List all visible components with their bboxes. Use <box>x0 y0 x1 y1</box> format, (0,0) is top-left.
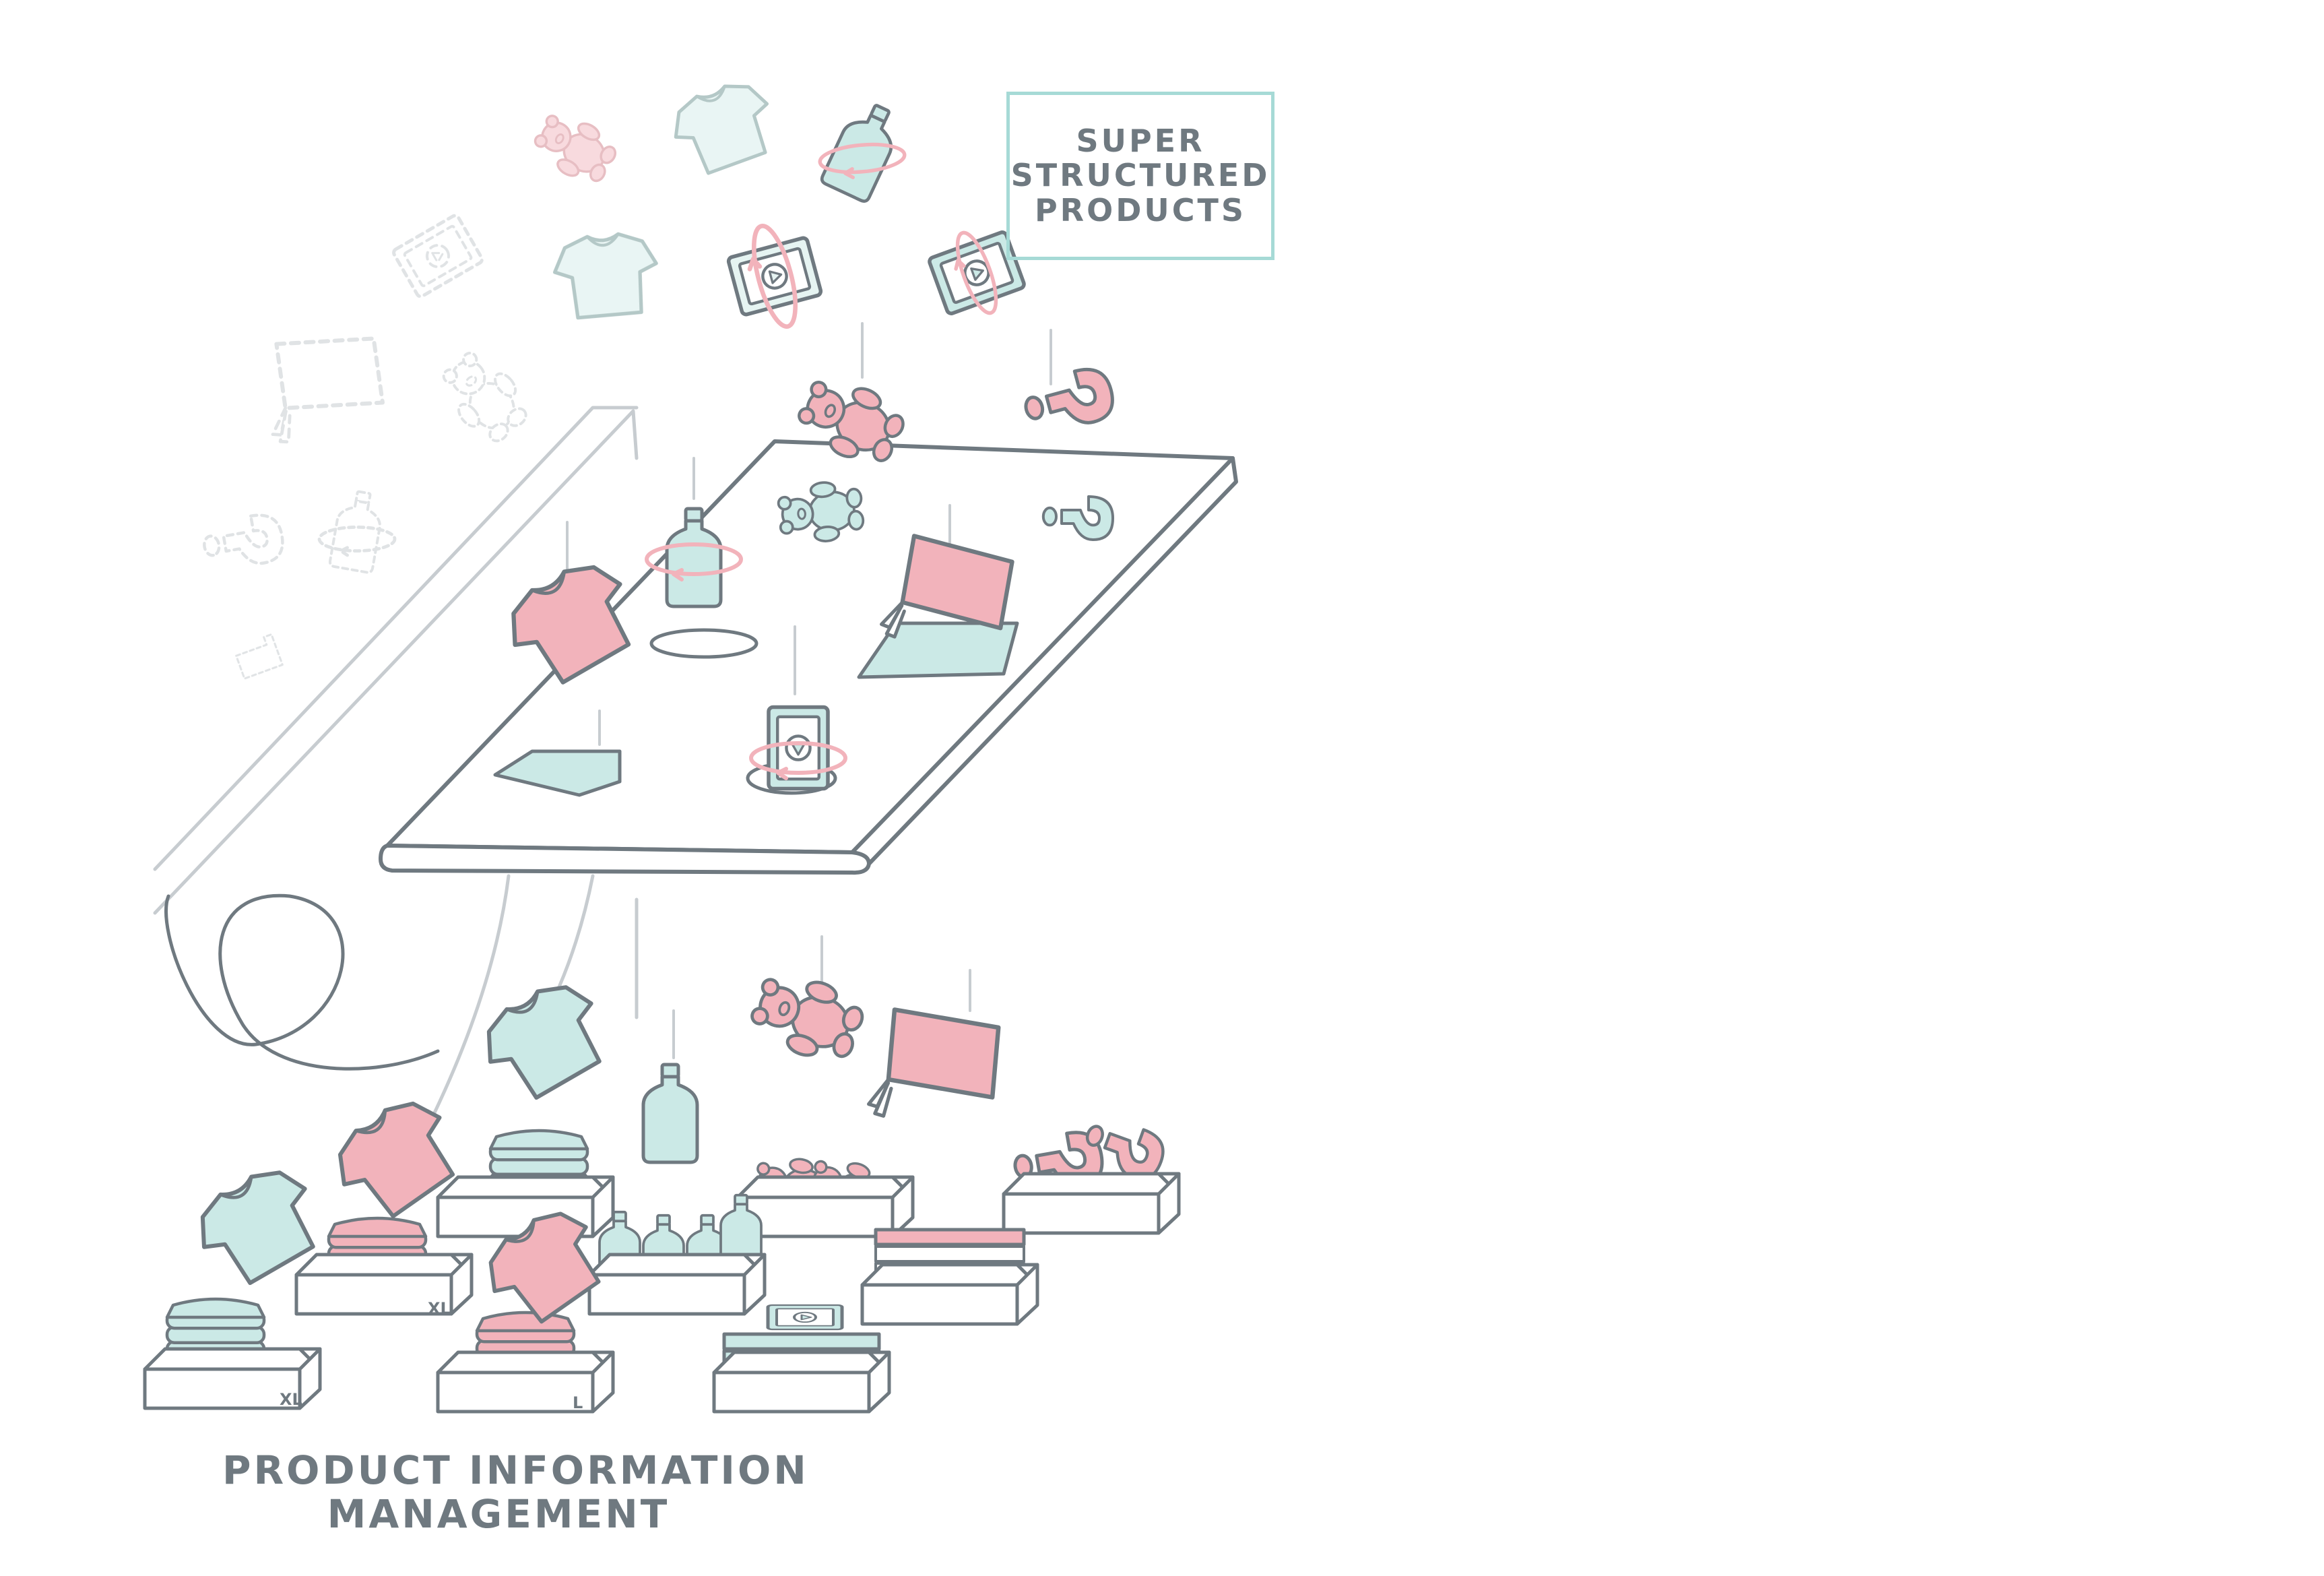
conveyor-table <box>379 439 1238 1174</box>
label-line: PRODUCT INFORMATION <box>222 1447 809 1493</box>
folded-shirts-bin-icon: L <box>438 1198 616 1412</box>
super-structured-products-label: SUPER STRUCTURED PRODUCTS <box>1006 92 1274 260</box>
books-bin-icon <box>862 1228 1037 1324</box>
bottles-bin-icon <box>589 1193 765 1314</box>
teddy-bear-icon <box>745 964 869 1070</box>
tablets-bin-icon <box>714 1305 889 1412</box>
label-line: PRODUCTS <box>1034 191 1247 228</box>
folded-shirts-bin-icon: XL <box>145 1299 320 1409</box>
bottle-icon <box>643 1065 697 1162</box>
question-mark-icon <box>1020 363 1118 438</box>
loop-line <box>164 893 440 1071</box>
shirt-icon <box>472 972 618 1109</box>
svg-text:XL: XL <box>428 1299 451 1318</box>
teddy-bears-bin-icon <box>738 1148 913 1236</box>
folded-shirts-bin-icon: XL <box>296 1218 472 1318</box>
sorted-bins: L XL XL <box>145 1112 1179 1412</box>
question-marks-bin-icon <box>1004 1112 1179 1233</box>
svg-text:L: L <box>573 1393 583 1412</box>
label-line: MANAGEMENT <box>327 1490 670 1537</box>
svg-text:XL: XL <box>280 1390 302 1409</box>
book-icon <box>868 1008 999 1125</box>
label-line: SUPER <box>1076 122 1205 159</box>
folded-shirts-bin-icon: L <box>438 1131 613 1237</box>
bottle-icon <box>819 97 907 203</box>
tablet-video-icon <box>728 222 822 332</box>
label-line: STRUCTURED <box>1010 157 1270 194</box>
product-information-management-label: PRODUCT INFORMATION MANAGEMENT <box>222 1447 809 1537</box>
